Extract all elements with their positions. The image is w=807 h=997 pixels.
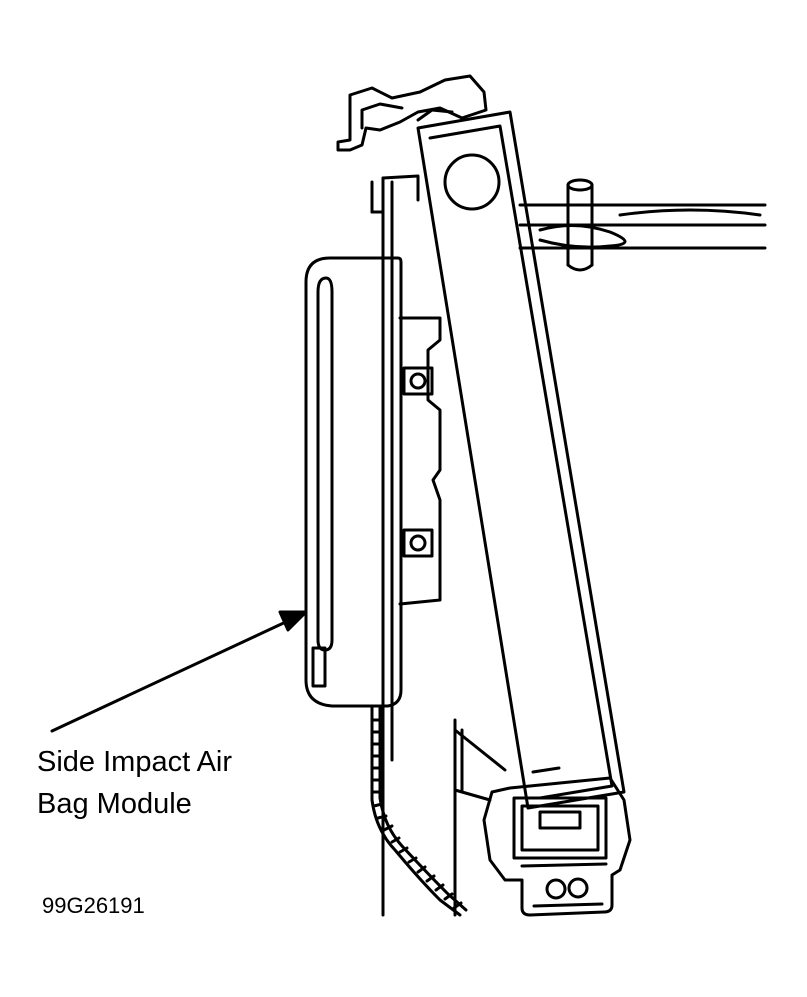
callout-label-line1: Side Impact Air	[37, 746, 233, 778]
seatback-arm	[416, 110, 626, 810]
callout-label-line2: Bag Module	[37, 788, 192, 820]
wiring-harness	[370, 704, 468, 917]
airbag-module	[304, 256, 403, 708]
callout-arrow	[50, 610, 308, 733]
seat-frame	[370, 174, 507, 917]
recliner-top-bracket	[336, 74, 488, 152]
figure-id: 99G26191	[42, 893, 145, 918]
mounting-bracket	[398, 316, 442, 606]
cross-rod	[518, 178, 767, 272]
belt-latch	[482, 776, 632, 917]
